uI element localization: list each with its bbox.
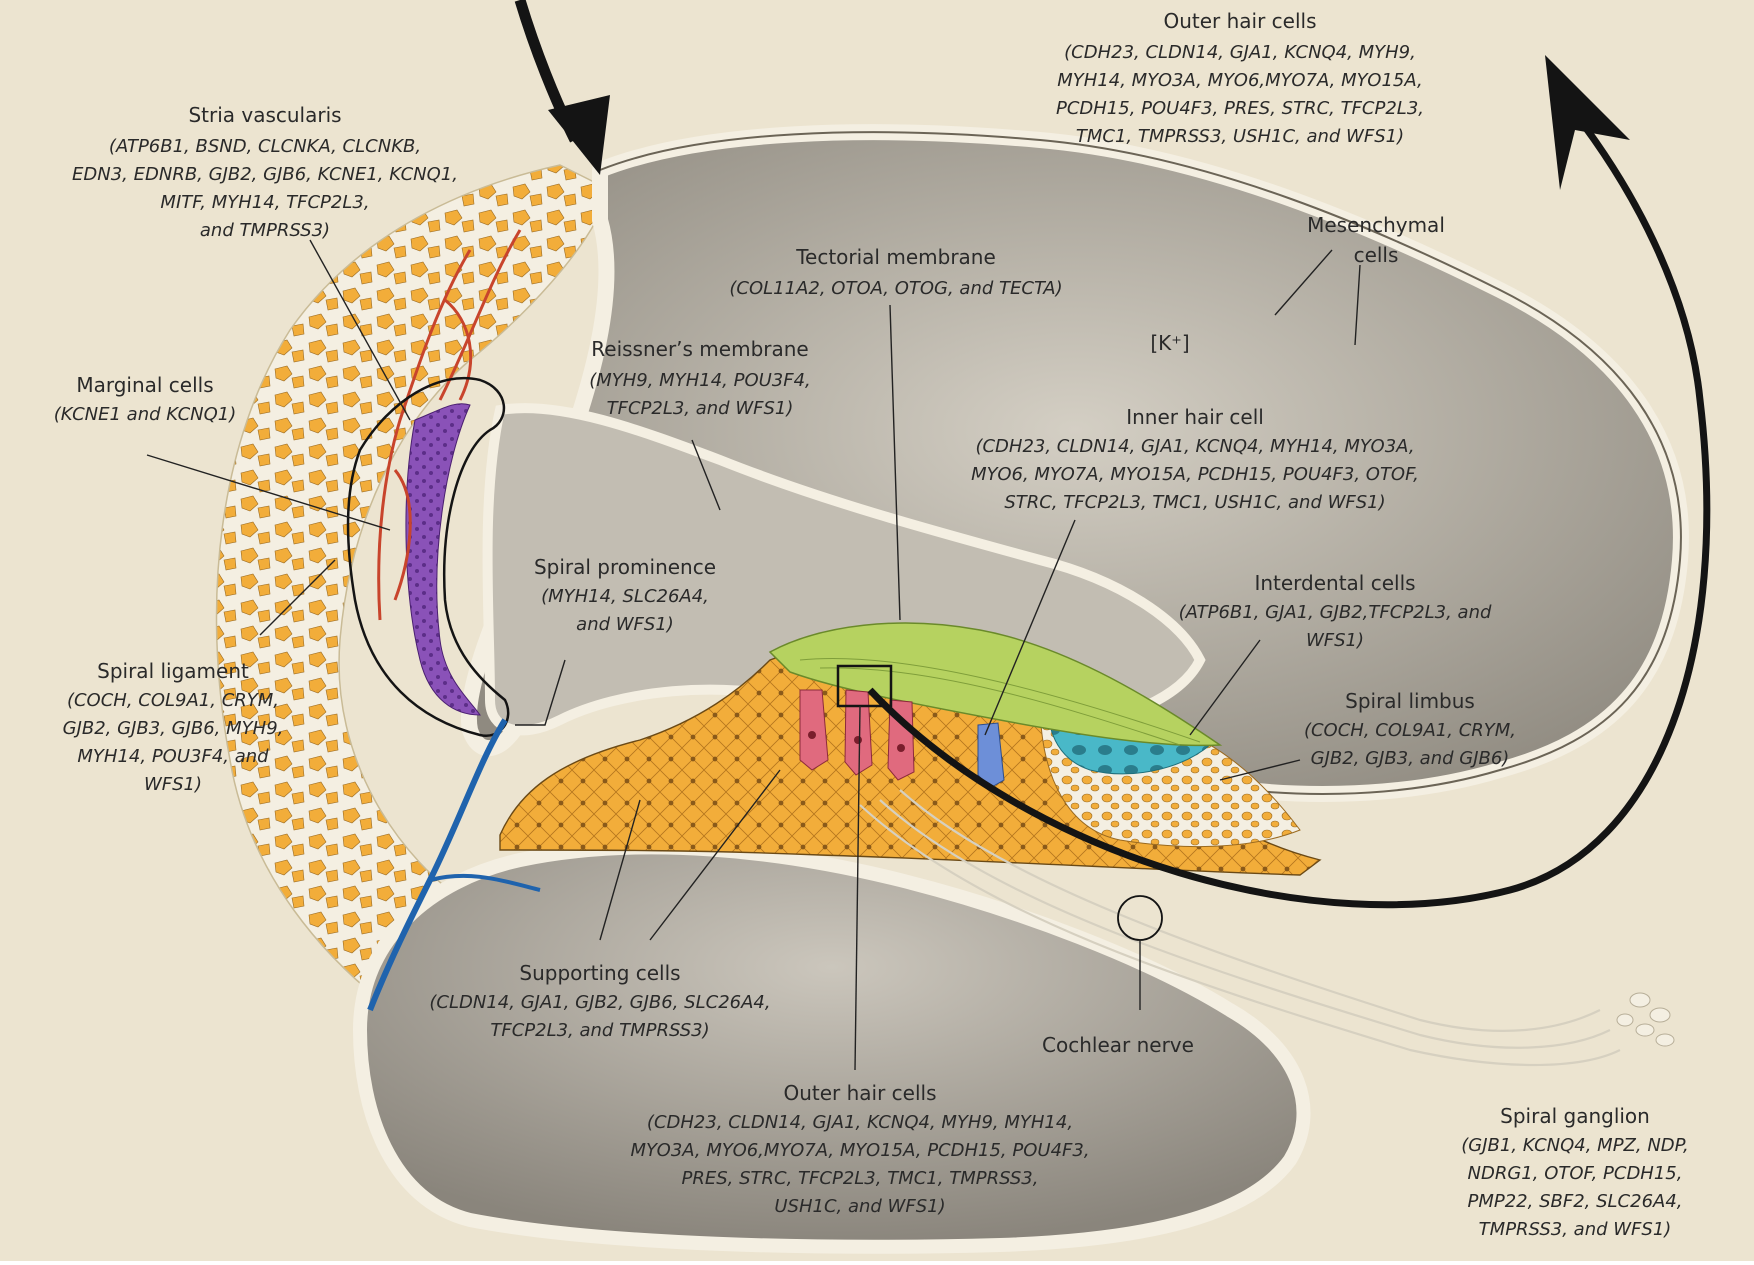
- supporting-cells-title: Supporting cells: [519, 961, 680, 985]
- spiral-limbus-genes-1: (COCH, COL9A1, CRYM,: [1304, 720, 1516, 741]
- spiral-ganglion-genes-4: TMPRSS3, and WFS1): [1479, 1219, 1672, 1240]
- interdental-cells-title: Interdental cells: [1254, 571, 1415, 595]
- marginal-cells-genes: (KCNE1 and KCNQ1): [54, 404, 237, 425]
- reissners-membrane-title: Reissner’s membrane: [591, 337, 808, 361]
- stria-vascularis-genes-1: (ATP6B1, BSND, CLCNKA, CLCNKB,: [109, 136, 421, 157]
- spiral-ligament-genes-2: GJB2, GJB3, GJB6, MYH9,: [63, 718, 284, 739]
- reissners-membrane-genes-2: TFCP2L3, and WFS1): [607, 398, 794, 419]
- spiral-ligament-genes-4: WFS1): [144, 774, 202, 795]
- outer-hair-cells-shapes: [800, 690, 914, 780]
- marginal-cells-title: Marginal cells: [76, 373, 213, 397]
- spiral-prominence-title: Spiral prominence: [534, 555, 716, 579]
- mesenchymal-cells-title-2: cells: [1354, 243, 1399, 267]
- stria-vascularis-title: Stria vascularis: [188, 103, 341, 127]
- spiral-prominence-genes-1: (MYH14, SLC26A4,: [541, 586, 709, 607]
- stria-vascularis-genes-2: EDN3, EDNRB, GJB2, GJB6, KCNE1, KCNQ1,: [72, 164, 458, 185]
- outer-hair-cells-top-genes-3: PCDH15, POU4F3, PRES, STRC, TFCP2L3,: [1056, 98, 1424, 119]
- supporting-cells-genes-2: TFCP2L3, and TMPRSS3): [490, 1020, 709, 1041]
- spiral-ganglion-genes-1: (GJB1, KCNQ4, MPZ, NDP,: [1461, 1135, 1689, 1156]
- spiral-ganglion-genes-3: PMP22, SBF2, SLC26A4,: [1467, 1191, 1682, 1212]
- outer-hair-cells-bottom-genes-2: MYO3A, MYO6,MYO7A, MYO15A, PCDH15, POU4F…: [630, 1140, 1089, 1161]
- interdental-cells-genes-2: WFS1): [1306, 630, 1364, 651]
- inner-hair-cell-title: Inner hair cell: [1126, 405, 1264, 429]
- supporting-cells-genes-1: (CLDN14, GJA1, GJB2, GJB6, SLC26A4,: [429, 992, 770, 1013]
- spiral-limbus-genes-2: GJB2, GJB3, and GJB6): [1311, 748, 1510, 769]
- spiral-prominence-genes-2: and WFS1): [576, 614, 674, 635]
- outer-hair-cells-bottom-genes-4: USH1C, and WFS1): [774, 1196, 945, 1217]
- reissners-membrane-genes-1: (MYH9, MYH14, POU3F4,: [589, 370, 811, 391]
- mesenchymal-cells-title-1: Mesenchymal: [1307, 213, 1445, 237]
- inner-hair-cell-genes-2: MYO6, MYO7A, MYO15A, PCDH15, POU4F3, OTO…: [971, 464, 1419, 485]
- spiral-limbus-title: Spiral limbus: [1345, 689, 1475, 713]
- outer-hair-cells-top-genes-2: MYH14, MYO3A, MYO6,MYO7A, MYO15A,: [1057, 70, 1422, 91]
- outer-hair-cells-top-title: Outer hair cells: [1163, 9, 1316, 33]
- tectorial-membrane-genes: (COL11A2, OTOA, OTOG, and TECTA): [729, 278, 1062, 299]
- inner-hair-cell-genes-3: STRC, TFCP2L3, TMC1, USH1C, and WFS1): [1004, 492, 1385, 513]
- outer-hair-cells-top-genes-4: TMC1, TMPRSS3, USH1C, and WFS1): [1076, 126, 1404, 147]
- spiral-ganglion-genes-2: NDRG1, OTOF, PCDH15,: [1468, 1163, 1683, 1184]
- interdental-cells-genes-1: (ATP6B1, GJA1, GJB2,TFCP2L3, and: [1179, 602, 1492, 623]
- spiral-ligament-genes-1: (COCH, COL9A1, CRYM,: [67, 690, 279, 711]
- cochlear-nerve-title: Cochlear nerve: [1042, 1033, 1194, 1057]
- inner-hair-cell-genes-1: (CDH23, CLDN14, GJA1, KCNQ4, MYH14, MYO3…: [975, 436, 1414, 457]
- outer-hair-cells-bottom-title: Outer hair cells: [783, 1081, 936, 1105]
- spiral-ligament-title: Spiral ligament: [97, 659, 249, 683]
- outer-hair-cells-bottom-genes-3: PRES, STRC, TFCP2L3, TMC1, TMPRSS3,: [682, 1168, 1039, 1189]
- potassium-label: [K⁺]: [1150, 331, 1189, 355]
- stria-vascularis-genes-3: MITF, MYH14, TFCP2L3,: [160, 192, 369, 213]
- outer-hair-cells-bottom-genes-1: (CDH23, CLDN14, GJA1, KCNQ4, MYH9, MYH14…: [647, 1112, 1073, 1133]
- outer-hair-cells-top-genes-1: (CDH23, CLDN14, GJA1, KCNQ4, MYH9,: [1064, 42, 1416, 63]
- stria-vascularis-genes-4: and TMPRSS3): [200, 220, 330, 241]
- spiral-ligament-genes-3: MYH14, POU3F4, and: [77, 746, 269, 767]
- tectorial-membrane-title: Tectorial membrane: [795, 245, 996, 269]
- spiral-ganglion-title: Spiral ganglion: [1500, 1104, 1650, 1128]
